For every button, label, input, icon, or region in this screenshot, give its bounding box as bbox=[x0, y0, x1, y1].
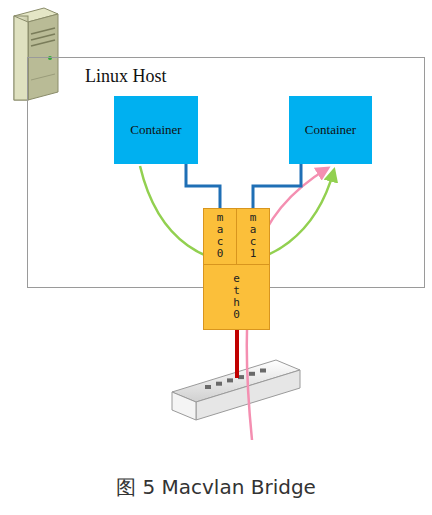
caption: 图 5 Macvlan Bridge bbox=[0, 474, 432, 501]
switch-port bbox=[227, 378, 233, 382]
interface-label: mac0 bbox=[215, 212, 226, 260]
switch-port bbox=[216, 382, 222, 386]
switch-port bbox=[249, 372, 255, 376]
macvlan-port: mac0 bbox=[203, 208, 237, 265]
veth-link bbox=[253, 164, 301, 208]
uplink-wire bbox=[235, 330, 239, 378]
host-label: Linux Host bbox=[85, 66, 167, 87]
macvlan-port: mac1 bbox=[236, 208, 270, 265]
nic-block: eth0 mac0 mac1 bbox=[203, 208, 270, 330]
node-label: Container bbox=[130, 122, 181, 138]
switch-port bbox=[205, 385, 211, 389]
interface-label: mac1 bbox=[248, 212, 259, 260]
container-box: Container bbox=[114, 96, 198, 164]
host-ground bbox=[27, 57, 425, 288]
switch-port bbox=[260, 369, 266, 373]
interface-label: eth0 bbox=[231, 273, 242, 321]
veth-link bbox=[186, 164, 220, 208]
container-box: Container bbox=[289, 96, 372, 164]
node-label: Container bbox=[305, 122, 356, 138]
server-icon bbox=[14, 8, 58, 100]
